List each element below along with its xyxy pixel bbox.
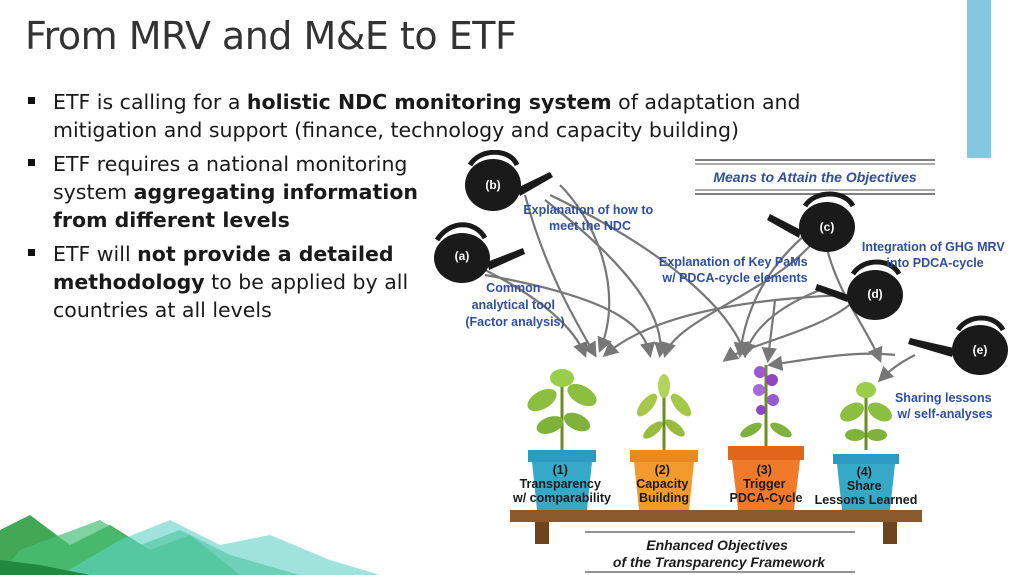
can-d-label: Integration of GHG MRV into PDCA-cycle [862, 240, 1008, 270]
bullet-marker [28, 97, 35, 104]
bullet-item: ETF requires a national monitoring syste… [25, 150, 473, 234]
svg-text:Enhanced Objectives of t: Enhanced Objectives of the Transparency … [613, 537, 826, 570]
plant-2 [636, 374, 692, 450]
pot-2: (2) Capacity Building [630, 450, 698, 510]
plant-3 [740, 365, 792, 450]
bullet-item: ETF will not provide a detailed methodol… [25, 240, 413, 324]
svg-text:(c): (c) [820, 220, 835, 234]
svg-text:(a): (a) [455, 249, 470, 263]
can-b-label: Explanation of how to meet the NDC [523, 203, 656, 233]
svg-text:(b): (b) [485, 178, 500, 192]
plant-4 [840, 382, 892, 450]
can-e-label: Sharing lessons w/ self-analyses [895, 391, 995, 421]
pot-4: (4) Share Lessons Learned [815, 454, 918, 510]
bullet-marker [28, 249, 35, 256]
watering-can-c: (c) [767, 191, 856, 252]
svg-text:(e): (e) [973, 343, 988, 357]
svg-text:(2) Capacity Build: (2) Capacity Building [636, 463, 692, 505]
pot-1: (1) Transparency w/ comparability [512, 450, 611, 510]
transparency-diagram: Means to Attain the Objectives (b) (a) [434, 150, 1008, 573]
svg-text:(d): (d) [867, 287, 882, 301]
svg-text:(3) Trigger PDCA-C: (3) Trigger PDCA-Cycle [730, 463, 803, 505]
plant-1 [527, 369, 597, 450]
watering-can-b: (b) [465, 150, 553, 211]
watering-can-a: (a) [434, 222, 525, 283]
bullet-marker [28, 159, 35, 166]
bullet-item: ETF is calling for a holistic NDC monito… [25, 88, 835, 144]
watering-can-d: (d) [815, 259, 903, 320]
shelf [510, 510, 922, 544]
svg-text:(4) Share Lessons: (4) Share Lessons Learned [815, 465, 918, 507]
accent-bar [967, 0, 991, 158]
pot-3: (3) Trigger PDCA-Cycle [728, 446, 804, 510]
watering-can-e: (e) [908, 315, 1008, 375]
svg-text:Means to Attain the Objectives: Means to Attain the Objectives [713, 169, 917, 185]
can-c-label: Explanation of Key PaMs w/ PDCA-cycle el… [659, 255, 811, 285]
arrows [484, 184, 916, 383]
diagram-footer: Enhanced Objectives of the Transparency … [585, 531, 855, 573]
slide-title: From MRV and M&E to ETF [25, 14, 517, 58]
bullet-text: ETF will not provide a detailed methodol… [53, 242, 409, 322]
svg-text:(1) Transparency w: (1) Transparency w/ comparability [512, 463, 611, 505]
bullet-text: ETF requires a national monitoring syste… [53, 152, 419, 232]
diagram-header: Means to Attain the Objectives [695, 159, 935, 195]
can-a-label: Common analytical tool (Factor analysis) [465, 281, 564, 329]
bullet-list: ETF is calling for a holistic NDC monito… [25, 88, 835, 330]
decorative-waves [0, 515, 380, 575]
bullet-text: ETF is calling for a holistic NDC monito… [53, 90, 801, 142]
